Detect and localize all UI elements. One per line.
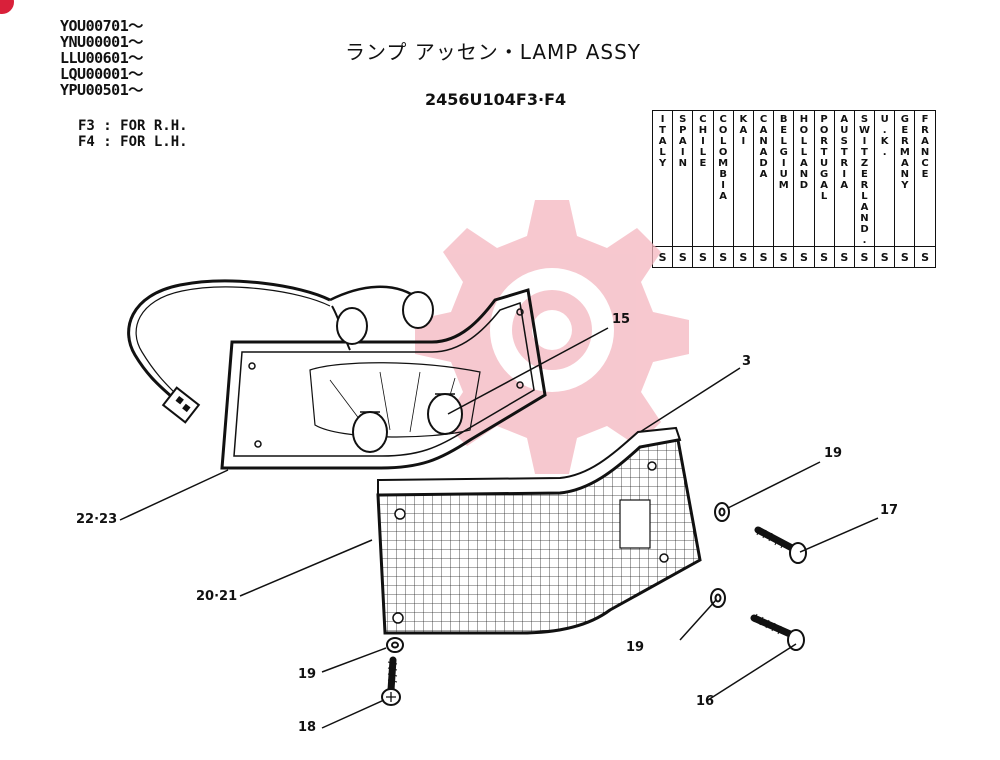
variant-note: F3 : FOR R.H. <box>78 118 188 134</box>
country-mark: S <box>732 246 754 268</box>
serial-number: LLU00601～ <box>60 49 143 67</box>
serial-number: LQU00001～ <box>60 65 143 83</box>
assembly-part-number: 2456U104F3·F4 <box>425 90 567 109</box>
bulb-sockets <box>336 291 463 453</box>
serial-number: YPU00501～ <box>60 81 143 99</box>
wire-harness <box>127 279 421 402</box>
country-mark: S <box>914 246 936 268</box>
callout-19: 19 <box>824 446 843 461</box>
washer-19-upper <box>714 502 730 522</box>
connector-plug <box>161 386 201 424</box>
lamp-housing-gasket <box>220 288 547 470</box>
serial-number-list: YOU00701～ YNU00001～ LLU00601～ LQU00001～ … <box>60 18 143 98</box>
callout-18: 18 <box>298 720 317 735</box>
callout-19: 19 <box>298 667 317 682</box>
callout-22-23: 22·23 <box>76 512 118 527</box>
screw-18 <box>381 656 401 706</box>
country-mark: S <box>874 246 896 268</box>
screw-17 <box>754 526 807 564</box>
callout-17: 17 <box>880 503 899 518</box>
page-title: ランプ アッセン・LAMP ASSY <box>345 40 642 64</box>
washer-19-bottom <box>386 637 404 653</box>
serial-number: YOU00701～ <box>60 17 143 35</box>
callout-20-21: 20·21 <box>196 589 238 604</box>
callout-16: 16 <box>696 694 715 709</box>
country-mark: S <box>672 246 694 268</box>
screw-16 <box>750 613 805 651</box>
country-mark: S <box>692 246 714 268</box>
callout-19: 19 <box>626 640 645 655</box>
variant-note: F4 : FOR L.H. <box>78 134 188 150</box>
country-name: U.K. <box>880 114 889 158</box>
leader-lines <box>119 327 879 729</box>
variant-notes: F3 : FOR R.H. F4 : FOR L.H. <box>78 118 188 150</box>
serial-number: YNU00001～ <box>60 33 143 51</box>
callout-15: 15 <box>612 312 631 327</box>
callout-3: 3 <box>742 354 752 369</box>
